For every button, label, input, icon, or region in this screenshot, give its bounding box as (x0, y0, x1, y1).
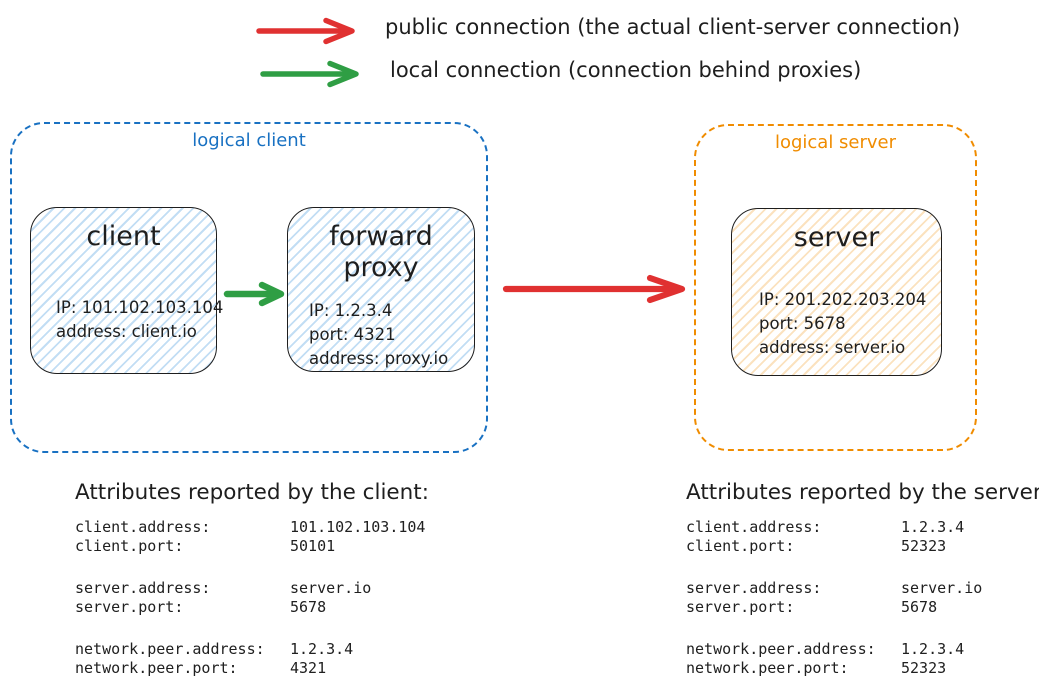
attr-key: network.peer.address: (686, 640, 876, 658)
attr-value: server.io (901, 579, 983, 597)
forward-proxy-node-title: forward proxy (329, 221, 433, 283)
attr-row: network.peer.port: 52323 (686, 659, 1039, 678)
server-attributes-section: Attributes reported by the server: clien… (686, 479, 1039, 678)
attr-row: server.port: 5678 (75, 598, 429, 617)
logical-client-group: logical client client IP: 101.102.103.10… (10, 122, 488, 453)
server-attr-group: client.address: 1.2.3.4 client.port: 523… (686, 518, 1039, 556)
local-connection-arrow-icon (260, 59, 362, 89)
server-node: server IP: 201.202.203.204 port: 5678 ad… (731, 208, 942, 376)
attr-row: network.peer.port: 4321 (75, 659, 429, 678)
client-attributes-heading: Attributes reported by the client: (75, 480, 429, 505)
public-connection-arrow-icon (256, 16, 358, 46)
attr-key: client.address: (75, 518, 211, 536)
local-connection-mid-arrow-icon (223, 281, 288, 307)
attr-value: 1.2.3.4 (901, 640, 965, 658)
server-address-line: address: server.io (759, 338, 906, 357)
client-node-details: IP: 101.102.103.104 address: client.io (56, 296, 223, 344)
logical-server-label: logical server (774, 132, 897, 153)
public-connection-legend-label: public connection (the actual client-ser… (385, 15, 961, 39)
client-attr-group: network.peer.address: 1.2.3.4 network.pe… (75, 640, 429, 678)
attr-value: 52323 (901, 537, 947, 555)
attr-row: network.peer.address: 1.2.3.4 (686, 640, 1039, 659)
attr-value: 5678 (901, 598, 938, 616)
attr-value: server.io (290, 579, 372, 597)
attr-row: server.address: server.io (686, 579, 1039, 598)
attr-row: client.address: 1.2.3.4 (686, 518, 1039, 537)
attr-key: server.address: (686, 579, 822, 597)
client-attributes-section: Attributes reported by the client: clien… (75, 479, 429, 678)
proxy-port-line: port: 4321 (309, 325, 396, 344)
logical-client-label: logical client (192, 130, 306, 151)
server-attr-group: server.address: server.io server.port: 5… (686, 579, 1039, 617)
client-attributes-rows: client.address: 101.102.103.104 client.p… (75, 518, 429, 678)
server-attributes-heading: Attributes reported by the server: (686, 480, 1039, 505)
client-ip-line: IP: 101.102.103.104 (56, 298, 224, 317)
client-node: client IP: 101.102.103.104 address: clie… (30, 207, 223, 374)
attr-row: network.peer.address: 1.2.3.4 (75, 640, 429, 659)
server-port-line: port: 5678 (759, 314, 846, 333)
server-node-details: IP: 201.202.203.204 port: 5678 address: … (759, 288, 926, 360)
attr-row: client.address: 101.102.103.104 (75, 518, 429, 537)
attr-key: client.port: (686, 537, 795, 555)
attr-key: network.peer.port: (75, 659, 238, 677)
attr-key: server.port: (75, 598, 184, 616)
attr-key: server.address: (75, 579, 211, 597)
proxy-ip-line: IP: 1.2.3.4 (309, 301, 393, 320)
attr-key: network.peer.address: (75, 640, 265, 658)
attr-value: 1.2.3.4 (290, 640, 354, 658)
attr-value: 1.2.3.4 (901, 518, 965, 536)
attr-row: server.port: 5678 (686, 598, 1039, 617)
forward-proxy-node-details: IP: 1.2.3.4 port: 4321 address: proxy.io (309, 299, 448, 371)
attr-row: server.address: server.io (75, 579, 429, 598)
attr-value: 52323 (901, 659, 947, 677)
server-node-title: server (793, 222, 880, 253)
attr-key: client.address: (686, 518, 822, 536)
public-connection-mid-arrow-icon (502, 274, 690, 304)
attr-value: 50101 (290, 537, 336, 555)
client-node-title: client (86, 221, 161, 252)
attr-key: server.port: (686, 598, 795, 616)
attr-key: client.port: (75, 537, 184, 555)
client-attr-group: server.address: server.io server.port: 5… (75, 579, 429, 617)
client-address-line: address: client.io (56, 322, 197, 341)
local-connection-legend-label: local connection (connection behind prox… (390, 58, 862, 82)
forward-proxy-node: forward proxy IP: 1.2.3.4 port: 4321 add… (287, 207, 475, 372)
attr-value: 101.102.103.104 (290, 518, 426, 536)
attr-value: 4321 (290, 659, 327, 677)
client-attr-group: client.address: 101.102.103.104 client.p… (75, 518, 429, 556)
attr-row: client.port: 50101 (75, 537, 429, 556)
server-ip-line: IP: 201.202.203.204 (759, 290, 927, 309)
attr-row: client.port: 52323 (686, 537, 1039, 556)
attr-key: network.peer.port: (686, 659, 849, 677)
logical-server-group: logical server server IP: 201.202.203.20… (694, 124, 977, 451)
proxy-address-line: address: proxy.io (309, 349, 449, 368)
attr-value: 5678 (290, 598, 327, 616)
server-attr-group: network.peer.address: 1.2.3.4 network.pe… (686, 640, 1039, 678)
server-attributes-rows: client.address: 1.2.3.4 client.port: 523… (686, 518, 1039, 678)
